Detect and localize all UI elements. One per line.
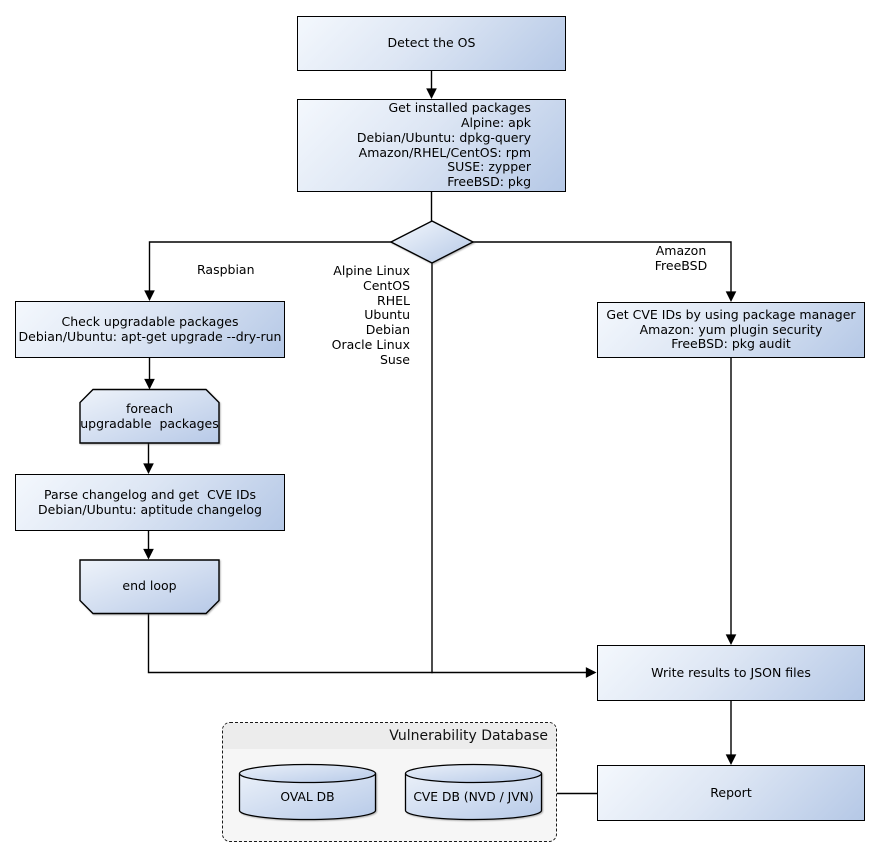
database-cylinder-body: [404, 773, 543, 821]
group-vulnerability-database-title: Vulnerability Database: [223, 723, 556, 749]
node-check-upgradable-packages: Check upgradable packages Debian/Ubuntu:…: [15, 301, 285, 358]
node-foreach-loop-start: foreach upgradable packages: [78, 388, 221, 445]
node-detect-os-label: Detect the OS: [387, 35, 476, 51]
node-cve-db-cylinder: CVE DB (NVD / JVN): [404, 763, 543, 821]
node-check-upgradable-packages-label: Check upgradable packages Debian/Ubuntu:…: [18, 313, 282, 344]
node-detect-os: Detect the OS: [297, 16, 566, 71]
node-os-decision-diamond: [389, 219, 475, 265]
decision-diamond-shape: [389, 220, 475, 264]
oval-db-label: OVAL DB: [280, 789, 335, 804]
group-vulnerability-database: Vulnerability Database OVAL DB: [222, 722, 557, 842]
edge-label-amazon-freebsd: Amazon FreeBSD: [654, 243, 708, 273]
node-get-cve-ids-by-package-manager: Get CVE IDs by using package manager Ama…: [597, 302, 865, 358]
node-end-loop: end loop: [78, 558, 221, 615]
node-foreach-label: foreach upgradable packages: [80, 400, 219, 431]
node-oval-db-cylinder: OVAL DB: [238, 763, 377, 821]
edge-label-raspbian: Raspbian: [197, 262, 255, 277]
cve-db-label: CVE DB (NVD / JVN): [413, 789, 534, 804]
node-parse-changelog: Parse changelog and get CVE IDs Debian/U…: [15, 474, 285, 531]
node-get-installed-packages: Get installed packages Alpine: apk Debia…: [297, 99, 566, 192]
database-cylinder-body: [238, 773, 377, 821]
database-cylinder-top: [404, 763, 543, 784]
loop-end-shape: [79, 559, 220, 615]
node-write-results-json: Write results to JSON files: [597, 645, 865, 701]
node-report: Report: [597, 765, 865, 821]
node-report-label: Report: [710, 784, 752, 800]
database-cylinder-top: [238, 763, 377, 784]
node-parse-changelog-label: Parse changelog and get CVE IDs Debian/U…: [38, 486, 262, 517]
node-get-installed-packages-label: Get installed packages Alpine: apk Debia…: [356, 100, 531, 190]
node-end-loop-label: end loop: [122, 578, 177, 594]
arrow-endloop-to-write: [147, 613, 597, 678]
node-get-cve-ids-label: Get CVE IDs by using package manager Ama…: [606, 306, 856, 352]
loop-start-shape: [79, 388, 220, 444]
node-write-results-json-label: Write results to JSON files: [651, 664, 811, 680]
edge-label-os-list: Alpine Linux CentOS RHEL Ubuntu Debian O…: [331, 263, 410, 367]
